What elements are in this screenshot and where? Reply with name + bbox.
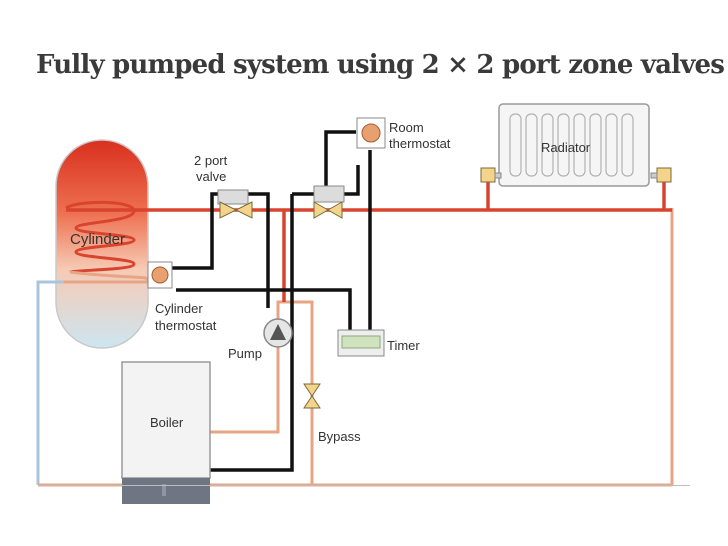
control-wiring [172,130,372,472]
radiator-label: Radiator [541,140,591,155]
bypass-valve [303,383,321,409]
cylinder-thermostat-label-line1: Cylinder [155,301,203,316]
room-thermostat-label-line2: thermostat [389,136,451,151]
zone-valve-heating [313,185,345,219]
two-port-valve-label-line1: 2 port [194,153,228,168]
cylinder-thermostat [147,261,173,289]
zone-valve-hot-water [217,189,253,219]
bypass-label: Bypass [318,429,361,444]
timer [337,329,385,357]
two-port-valve-label-line2: valve [196,169,226,184]
cylinder-thermostat-label-line2: thermostat [155,318,217,333]
radiator [480,103,672,187]
diagram-title: Fully pumped system using 2 × 2 port zon… [36,50,725,80]
pump-label: Pump [228,346,262,361]
boiler [121,361,211,504]
room-thermostat-label-line1: Room [389,120,424,135]
boiler-label: Boiler [150,415,184,430]
cylinder-coil [64,200,154,284]
timer-label: Timer [387,338,420,353]
room-thermostat [356,117,386,149]
cylinder-label: Cylinder [70,231,125,248]
cold-feed-pipe [36,280,64,485]
footer-rule [38,485,690,486]
pump [263,318,293,348]
cylinder-tank [55,139,149,349]
